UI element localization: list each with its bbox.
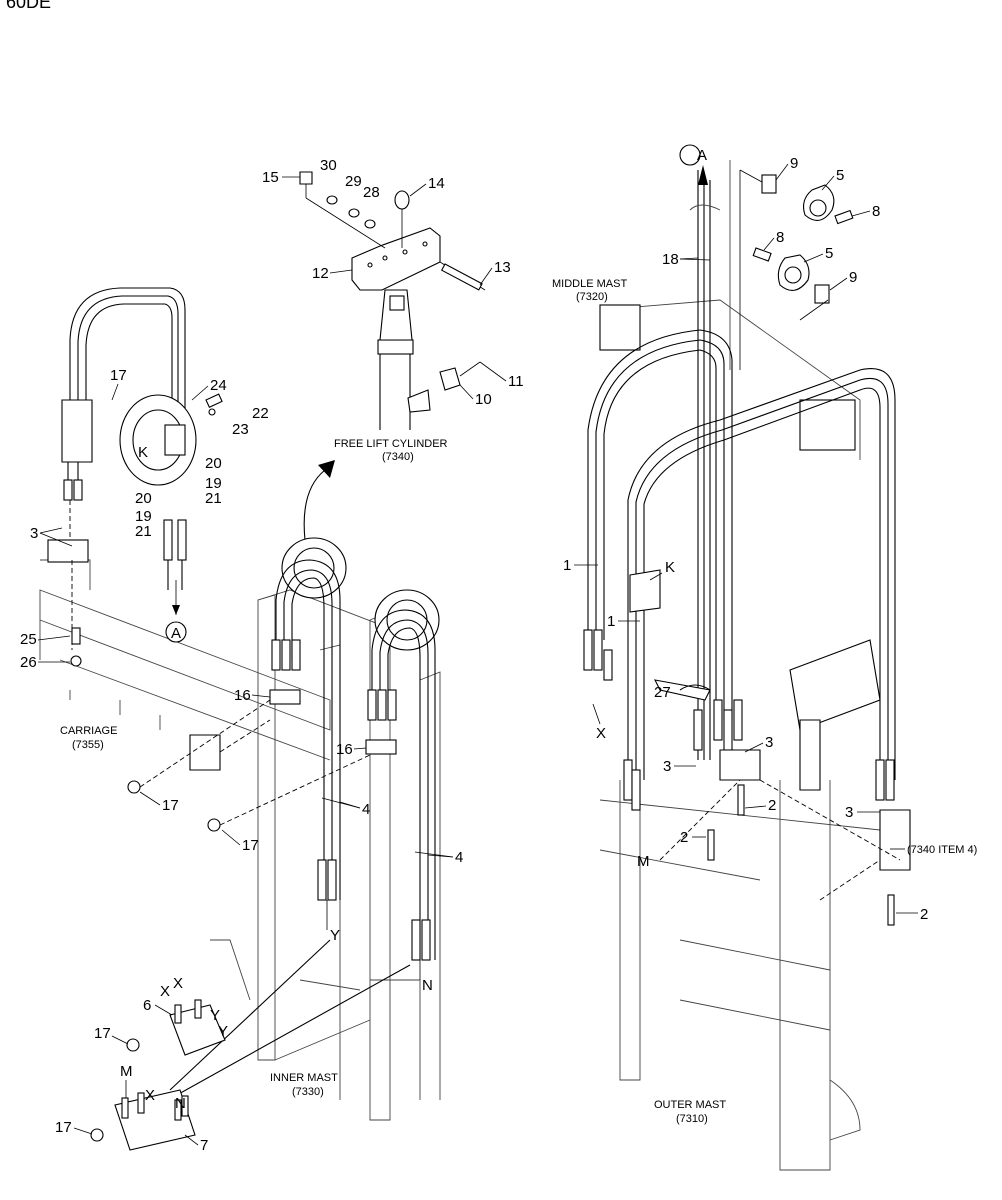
callout-19-a: 19 — [205, 475, 222, 492]
callout-18: 18 — [662, 251, 679, 268]
callout-16-b: 16 — [336, 741, 353, 758]
caption-inner-mast: INNER MAST — [270, 1072, 338, 1084]
caption-carriage: CARRIAGE — [60, 725, 117, 737]
callout-8-b: 8 — [776, 229, 784, 246]
caption-outer-mast-code: (7310) — [676, 1113, 708, 1125]
callout-6: 6 — [143, 997, 151, 1014]
callout-3-b: 3 — [765, 734, 773, 751]
arrow-head — [318, 460, 335, 478]
callout-y-inner: Y — [330, 927, 340, 944]
callout-13: 13 — [494, 259, 511, 276]
callout-22: 22 — [252, 405, 269, 422]
caption-inner-mast-code: (7330) — [292, 1086, 324, 1098]
callout-17-c: 17 — [242, 837, 259, 854]
callout-20-a: 20 — [205, 455, 222, 472]
callout-3-carriage: 3 — [30, 525, 38, 542]
inner-mast-assembly — [90, 537, 441, 1151]
reference-arrow — [303, 469, 326, 541]
callout-8-a: 8 — [872, 203, 880, 220]
callout-ref-a-right: A — [697, 147, 707, 164]
callout-m-right: M — [637, 853, 650, 870]
callout-1-a: 1 — [563, 557, 571, 574]
callout-2-c: 2 — [920, 906, 928, 923]
callout-25: 25 — [20, 631, 37, 648]
carriage-assembly — [39, 539, 331, 771]
callout-17-b: 17 — [162, 797, 179, 814]
callout-11: 11 — [508, 373, 524, 390]
callout-16-a: 16 — [234, 687, 251, 704]
callout-21-b: 21 — [135, 523, 152, 540]
callout-2-b: 2 — [680, 829, 688, 846]
callout-x-right: X — [596, 725, 606, 742]
callout-9-b: 9 — [849, 269, 857, 286]
callout-y-c: Y — [218, 1023, 228, 1040]
callout-24: 24 — [210, 377, 227, 394]
callout-21-a: 21 — [205, 490, 222, 507]
caption-free-lift-cylinder-code: (7340) — [382, 451, 414, 463]
caption-outer-mast: OUTER MAST — [654, 1099, 726, 1111]
callout-4-a: 4 — [362, 801, 370, 818]
callout-12: 12 — [312, 265, 329, 282]
callout-20-b: 20 — [135, 490, 152, 507]
callout-3-d: 3 — [845, 804, 853, 821]
caption-free-lift-cylinder: FREE LIFT CYLINDER — [334, 438, 448, 450]
outer-mast-assembly — [583, 144, 911, 1171]
callout-10: 10 — [475, 391, 492, 408]
callout-30: 30 — [320, 157, 337, 174]
page-title: 60DE — [6, 0, 52, 12]
callout-k-left: K — [138, 444, 148, 461]
callout-26: 26 — [20, 654, 37, 671]
callout-5-b: 5 — [825, 245, 833, 262]
callout-17-d: 17 — [94, 1025, 111, 1042]
callout-m-a: M — [120, 1063, 133, 1080]
carriage-hoses — [61, 287, 223, 667]
callout-9-a: 9 — [790, 155, 798, 172]
callout-28: 28 — [363, 184, 380, 201]
callout-x-b: X — [173, 975, 183, 992]
callout-29: 29 — [345, 173, 362, 190]
callout-23: 23 — [232, 421, 249, 438]
callout-17-carriage: 17 — [110, 367, 127, 384]
callout-3-c: 3 — [663, 758, 671, 775]
callout-x-a: X — [160, 983, 170, 1000]
callout-x-c: X — [145, 1087, 155, 1104]
callout-5-a: 5 — [836, 167, 844, 184]
callout-y-b: Y — [210, 1007, 220, 1024]
free-lift-cylinder-assembly — [299, 171, 486, 430]
callout-n-b: N — [175, 1095, 186, 1112]
callout-14: 14 — [428, 175, 445, 192]
callout-15: 15 — [262, 169, 279, 186]
callout-k-right: K — [665, 559, 675, 576]
callout-2-a: 2 — [768, 797, 776, 814]
caption-carriage-code: (7355) — [72, 739, 104, 751]
caption-item-ref: (7340 ITEM 4) — [907, 844, 977, 856]
callouts: 15 30 29 28 14 12 13 11 10 FREE LIFT CYL… — [20, 147, 977, 1154]
callout-7: 7 — [200, 1137, 208, 1154]
callout-17-e: 17 — [55, 1119, 72, 1136]
callout-27: 27 — [654, 684, 671, 701]
callout-1-b: 1 — [607, 613, 615, 630]
callout-19-b: 19 — [135, 508, 152, 525]
callout-4-b: 4 — [455, 849, 463, 866]
callout-ref-a-left: A — [171, 625, 181, 642]
callout-n-inner: N — [422, 977, 433, 994]
caption-middle-mast: MIDDLE MAST — [552, 278, 627, 290]
caption-middle-mast-code: (7320) — [576, 291, 608, 303]
